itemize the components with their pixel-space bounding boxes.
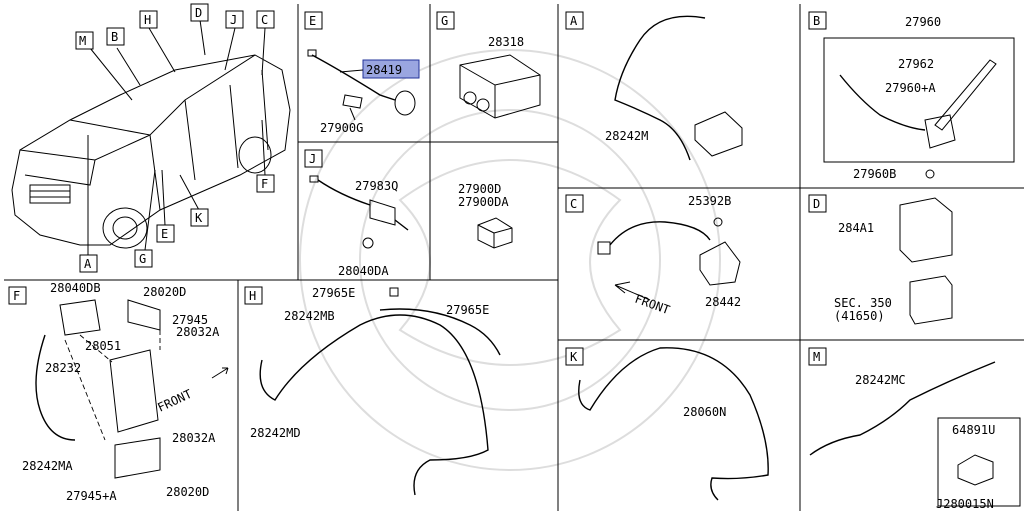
part-64891u[interactable]: 64891U bbox=[952, 423, 995, 437]
callout-a: A bbox=[84, 257, 92, 271]
panel-h-letter: H bbox=[249, 289, 256, 303]
panel-m: M 28242MC 64891U J280015N bbox=[808, 347, 1021, 511]
part-28242mb[interactable]: 28242MB bbox=[284, 309, 335, 323]
part-28060n[interactable]: 28060N bbox=[683, 405, 726, 419]
part-27965e-left[interactable]: 27965E bbox=[312, 286, 355, 300]
part-27960-a[interactable]: 27960+A bbox=[885, 81, 936, 95]
part-28032a-top[interactable]: 28032A bbox=[176, 325, 220, 339]
part-28232[interactable]: 28232 bbox=[45, 361, 81, 375]
panel-c-letter: C bbox=[570, 197, 577, 211]
part-28032a-bottom[interactable]: 28032A bbox=[172, 431, 216, 445]
part-28051[interactable]: 28051 bbox=[85, 339, 121, 353]
vehicle-overview bbox=[11, 19, 291, 255]
highlighted-part[interactable] bbox=[362, 59, 420, 79]
panel-b-letter: B bbox=[813, 14, 820, 28]
panel-k-letter: K bbox=[570, 350, 578, 364]
panel-b: B 27960 27962 27960+A 27960B bbox=[808, 11, 1015, 181]
part-28242ma[interactable]: 28242MA bbox=[22, 459, 73, 473]
part-25392b[interactable]: 25392B bbox=[688, 194, 731, 208]
panel-f: F 28040DB 28020D 27945 28032A 28051 2823… bbox=[8, 281, 229, 503]
part-27962[interactable]: 27962 bbox=[898, 57, 934, 71]
part-28020d-bottom[interactable]: 28020D bbox=[166, 485, 209, 499]
front-arrow-f bbox=[211, 367, 229, 379]
callout-e: E bbox=[161, 227, 168, 241]
panel-bolt: 27900D 27900DA bbox=[458, 182, 513, 249]
part-28040db[interactable]: 28040DB bbox=[50, 281, 101, 295]
panel-e: E 28419 27900G bbox=[304, 11, 420, 135]
panel-j-letter: J bbox=[309, 152, 316, 166]
panel-g-letter: G bbox=[441, 14, 448, 28]
callout-m: M bbox=[79, 34, 86, 48]
part-28040da[interactable]: 28040DA bbox=[338, 264, 389, 278]
callout-j: J bbox=[230, 13, 237, 27]
panel-g: G 28318 bbox=[436, 11, 541, 119]
panel-j: J 27983Q 28040DA bbox=[304, 149, 409, 278]
panel-e-letter: E bbox=[309, 14, 316, 28]
panel-d-letter: D bbox=[813, 197, 820, 211]
part-284a1[interactable]: 284A1 bbox=[838, 221, 874, 235]
callout-g: G bbox=[139, 252, 146, 266]
panel-a: A 28242M bbox=[565, 11, 743, 161]
panel-grid bbox=[4, 4, 1024, 511]
panel-h: H 27965E 28242MB 27965E 28242MD bbox=[244, 286, 501, 496]
front-label-f: FRONT bbox=[155, 387, 194, 415]
panel-d: D 284A1 SEC. 350 (41650) bbox=[808, 194, 953, 325]
callout-k: K bbox=[195, 211, 203, 225]
part-27900da[interactable]: 27900DA bbox=[458, 195, 509, 209]
part-28242md[interactable]: 28242MD bbox=[250, 426, 301, 440]
part-28242m[interactable]: 28242M bbox=[605, 129, 648, 143]
part-27983q[interactable]: 27983Q bbox=[355, 179, 398, 193]
callout-b: B bbox=[111, 30, 118, 44]
part-27900d[interactable]: 27900D bbox=[458, 182, 501, 196]
part-27960[interactable]: 27960 bbox=[905, 15, 941, 29]
part-27900g[interactable]: 27900G bbox=[320, 121, 363, 135]
panel-a-letter: A bbox=[570, 14, 578, 28]
part-28242mc[interactable]: 28242MC bbox=[855, 373, 906, 387]
panel-f-letter: F bbox=[13, 289, 20, 303]
part-27960b[interactable]: 27960B bbox=[853, 167, 896, 181]
drawing-code: J280015N bbox=[936, 497, 994, 511]
callout-h: H bbox=[144, 13, 151, 27]
callout-f: F bbox=[261, 177, 268, 191]
part-28020d-top[interactable]: 28020D bbox=[143, 285, 186, 299]
part-27965e-right[interactable]: 27965E bbox=[446, 303, 489, 317]
callout-d: D bbox=[195, 6, 202, 20]
part-28442[interactable]: 28442 bbox=[705, 295, 741, 309]
part-28419[interactable]: 28419 bbox=[366, 63, 402, 77]
part-41650[interactable]: (41650) bbox=[834, 309, 885, 323]
watermark-emblem bbox=[299, 49, 721, 471]
callout-c: C bbox=[261, 13, 268, 27]
panel-m-letter: M bbox=[813, 350, 820, 364]
part-27945[interactable]: 27945 bbox=[172, 313, 208, 327]
part-28318[interactable]: 28318 bbox=[488, 35, 524, 49]
panel-k: K 28060N bbox=[565, 347, 769, 501]
vehicle-callouts: M B H D J C F K E G A bbox=[75, 3, 275, 273]
front-arrow-c bbox=[614, 281, 651, 301]
front-label-c: FRONT bbox=[633, 292, 672, 318]
part-27945-a[interactable]: 27945+A bbox=[66, 489, 117, 503]
part-sec-350[interactable]: SEC. 350 bbox=[834, 296, 892, 310]
